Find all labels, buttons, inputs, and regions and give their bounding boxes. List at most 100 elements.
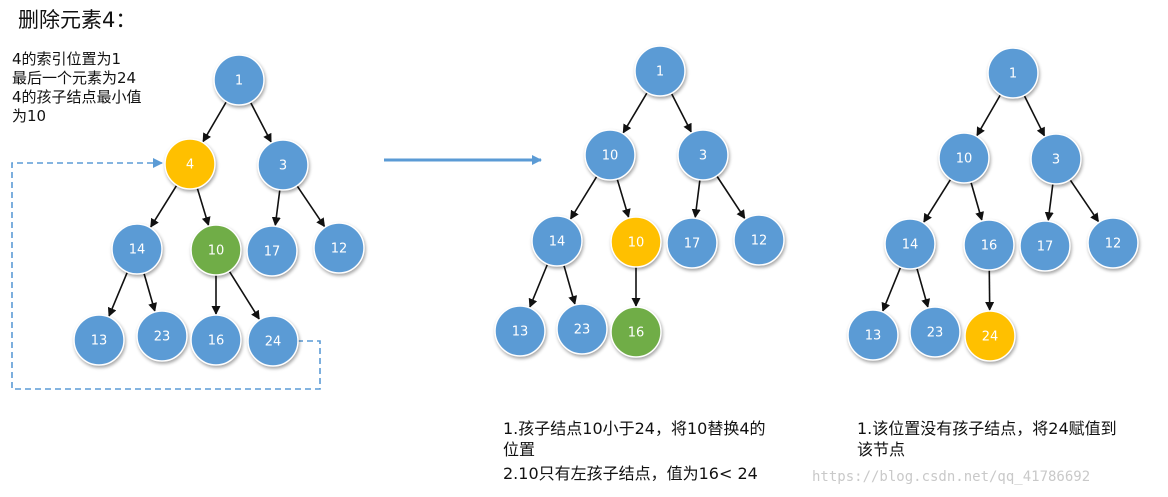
node-circle (909, 306, 961, 358)
node-circle (584, 129, 636, 181)
node-label: 13 (865, 329, 882, 344)
node-label: 1 (235, 74, 243, 89)
tree-edge (1044, 183, 1054, 222)
tree-edge (296, 185, 326, 228)
tree-node: 23 (556, 303, 608, 355)
node-label: 12 (751, 234, 768, 249)
tree-edge (1069, 179, 1100, 223)
tree-node: 4 (164, 138, 216, 190)
node-circle (190, 224, 242, 276)
node-label: 10 (602, 149, 619, 164)
node-label: 16 (208, 334, 225, 349)
node-circle (634, 45, 686, 97)
tree-edge (202, 101, 228, 143)
node-circle (111, 223, 163, 275)
diagram-title: 删除元素4： (18, 8, 137, 32)
node-label: 13 (91, 334, 108, 349)
node-label: 16 (628, 326, 645, 341)
tree-node: 10 (938, 132, 990, 184)
node-circle (1019, 220, 1071, 272)
tree-node: 14 (531, 215, 583, 267)
tree-node: 12 (1087, 217, 1139, 269)
tree-node: 14 (111, 223, 163, 275)
node-label: 24 (265, 335, 282, 350)
tree-edge (923, 178, 952, 223)
tree-edge (107, 271, 129, 317)
tree-node: 16 (190, 314, 242, 366)
tree-node: 16 (610, 306, 662, 358)
node-label: 23 (927, 326, 944, 341)
tree-edge (976, 94, 1002, 137)
node-label: 17 (264, 245, 281, 260)
tree-node: 3 (677, 129, 729, 181)
node-label: 13 (512, 325, 529, 340)
node-label: 23 (154, 330, 171, 345)
node-circle (987, 47, 1039, 99)
node-label: 4 (186, 158, 194, 173)
node-circle (246, 225, 298, 277)
node-label: 23 (574, 323, 591, 338)
node-label: 14 (549, 235, 566, 250)
node-circle (884, 218, 936, 270)
node-label: 1 (1009, 67, 1017, 82)
node-label: 24 (982, 330, 999, 345)
caption-step3: 1.该位置没有孩子结点，将24赋值到 该节点 (857, 419, 1117, 459)
node-label: 10 (628, 236, 645, 251)
tree-edge (691, 179, 701, 219)
node-circle (963, 219, 1015, 271)
node-circle (190, 314, 242, 366)
notes-text: 4的索引位置为1 最后一个元素为24 4的孩子结点最小值 为10 (12, 50, 142, 125)
tree-edge (196, 187, 211, 227)
tree-node: 16 (963, 219, 1015, 271)
tree-edge (670, 92, 692, 133)
node-label: 16 (981, 239, 998, 254)
tree-edge (249, 101, 272, 143)
tree-node: 10 (610, 216, 662, 268)
tree-node: 1 (634, 45, 686, 97)
node-circle (938, 132, 990, 184)
caption-step1: 1.孩子结点10小于24，将10替换4的 位置 (503, 419, 766, 459)
tree-node: 10 (584, 129, 636, 181)
node-label: 10 (956, 152, 973, 167)
node-circle (136, 310, 188, 362)
node-circle (257, 139, 309, 191)
node-circle (531, 215, 583, 267)
node-circle (213, 54, 265, 106)
tree-node: 13 (73, 314, 125, 366)
tree-edge (528, 263, 549, 308)
node-label: 14 (129, 243, 146, 258)
tree-edge (622, 92, 648, 134)
tree-edge (569, 175, 598, 220)
node-label: 1 (656, 65, 664, 80)
node-label: 17 (684, 237, 701, 252)
tree-node: 17 (666, 217, 718, 269)
tree-edge (271, 189, 281, 227)
tree-node: 12 (313, 222, 365, 274)
node-label: 14 (902, 238, 919, 253)
node-circle (677, 129, 729, 181)
tree-node: 17 (246, 225, 298, 277)
tree-node: 23 (136, 310, 188, 362)
tree-edge (143, 272, 157, 312)
tree-edge (970, 181, 984, 221)
node-circle (1087, 217, 1139, 269)
node-circle (847, 309, 899, 361)
tree-2: 1 10 3 14 10 17 12 13 23 16 (494, 45, 785, 358)
tree-edge (881, 266, 902, 312)
node-circle (610, 216, 662, 268)
node-circle (73, 314, 125, 366)
node-circle (247, 315, 299, 367)
tree-edge (150, 184, 178, 228)
tree-node: 13 (494, 305, 546, 357)
tree-edge (716, 175, 746, 220)
tree-edge (228, 270, 260, 320)
watermark: https://blog.csdn.net/qq_41786692 (812, 469, 1091, 485)
node-label: 3 (279, 159, 287, 174)
node-label: 12 (331, 242, 348, 257)
node-circle (164, 138, 216, 190)
tree-edge (1023, 95, 1046, 137)
node-label: 12 (1105, 237, 1122, 252)
